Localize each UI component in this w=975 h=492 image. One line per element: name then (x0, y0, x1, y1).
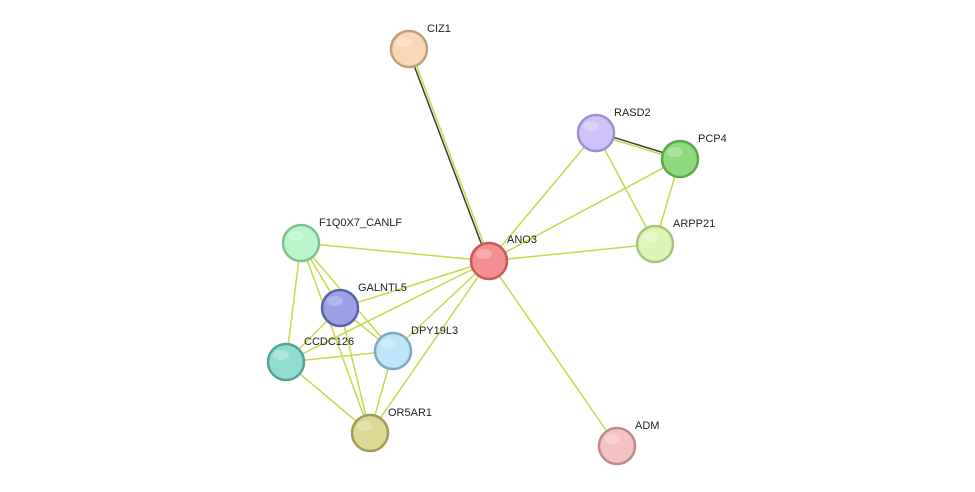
edge-line (300, 242, 371, 434)
node-highlight (327, 296, 343, 306)
node-circle[interactable] (350, 413, 390, 453)
edge-rasd2-arpp21 (595, 132, 656, 245)
edge-line (285, 260, 490, 363)
node-circle[interactable] (373, 331, 413, 371)
node-label: CIZ1 (427, 23, 451, 35)
node-highlight (288, 231, 304, 241)
node-label: ADM (635, 420, 659, 432)
edge-line (300, 242, 490, 262)
edge-f1q0x7_canlf-or5ar1 (300, 242, 371, 434)
node-highlight (357, 421, 373, 431)
edge-ano3-pcp4 (488, 158, 681, 262)
node-ano3[interactable]: ANO3 (469, 234, 537, 281)
node-highlight (642, 232, 658, 242)
edge-line (409, 48, 491, 261)
node-label: PCP4 (698, 133, 727, 145)
node-adm[interactable]: ADM (597, 420, 659, 466)
node-f1q0x7_canlf[interactable]: F1Q0X7_CANLF (281, 217, 402, 263)
edge-ano3-galntl5 (339, 260, 490, 309)
node-label: OR5AR1 (388, 407, 432, 419)
edge-line (369, 260, 490, 434)
node-circle[interactable] (320, 288, 360, 328)
node-circle[interactable] (576, 113, 616, 153)
node-dpy19l3[interactable]: DPY19L3 (373, 325, 458, 371)
edge-ano3-arpp21 (488, 243, 656, 262)
edge-ano3-rasd2 (488, 132, 597, 262)
edge-galntl5-or5ar1 (339, 307, 371, 434)
node-rasd2[interactable]: RASD2 (576, 107, 651, 153)
node-label: ARPP21 (673, 218, 715, 230)
edge-line (488, 158, 681, 262)
node-label: DPY19L3 (411, 325, 458, 337)
edge-line (339, 260, 490, 309)
node-highlight (396, 37, 412, 47)
edge-line (595, 132, 656, 245)
node-or5ar1[interactable]: OR5AR1 (350, 407, 432, 453)
node-label: RASD2 (614, 107, 651, 119)
node-highlight (583, 121, 599, 131)
edge-f1q0x7_canlf-ccdc126 (285, 242, 302, 363)
edge-ano3-ccdc126 (285, 260, 490, 363)
node-label: GALNTL5 (358, 282, 407, 294)
node-circle[interactable] (597, 426, 637, 466)
node-ciz1[interactable]: CIZ1 (389, 23, 451, 69)
node-label: CCDC126 (304, 336, 354, 348)
node-highlight (476, 249, 492, 259)
edge-ano3-dpy19l3 (392, 260, 490, 352)
edge-line (407, 49, 489, 262)
node-circle[interactable] (281, 223, 321, 263)
edge-ano3-or5ar1 (369, 260, 490, 434)
node-label: ANO3 (507, 234, 537, 246)
edge-line (488, 243, 656, 262)
node-circle[interactable] (389, 29, 429, 69)
node-highlight (273, 350, 289, 360)
edge-ano3-ciz1 (407, 48, 491, 262)
node-circle[interactable] (266, 342, 306, 382)
edge-ano3-f1q0x7_canlf (300, 242, 490, 262)
node-circle[interactable] (469, 241, 509, 281)
node-highlight (667, 147, 683, 157)
node-galntl5[interactable]: GALNTL5 (320, 282, 407, 328)
edge-line (339, 307, 371, 434)
edge-line (488, 132, 597, 262)
edge-line (392, 260, 490, 352)
node-ccdc126[interactable]: CCDC126 (266, 336, 354, 382)
node-arpp21[interactable]: ARPP21 (635, 218, 715, 264)
node-pcp4[interactable]: PCP4 (660, 133, 727, 179)
node-highlight (604, 434, 620, 444)
edge-ano3-adm (488, 260, 618, 447)
node-circle[interactable] (660, 139, 700, 179)
edge-line (488, 260, 618, 447)
edge-line (285, 242, 302, 363)
node-label: F1Q0X7_CANLF (319, 217, 402, 229)
node-highlight (380, 339, 396, 349)
node-circle[interactable] (635, 224, 675, 264)
